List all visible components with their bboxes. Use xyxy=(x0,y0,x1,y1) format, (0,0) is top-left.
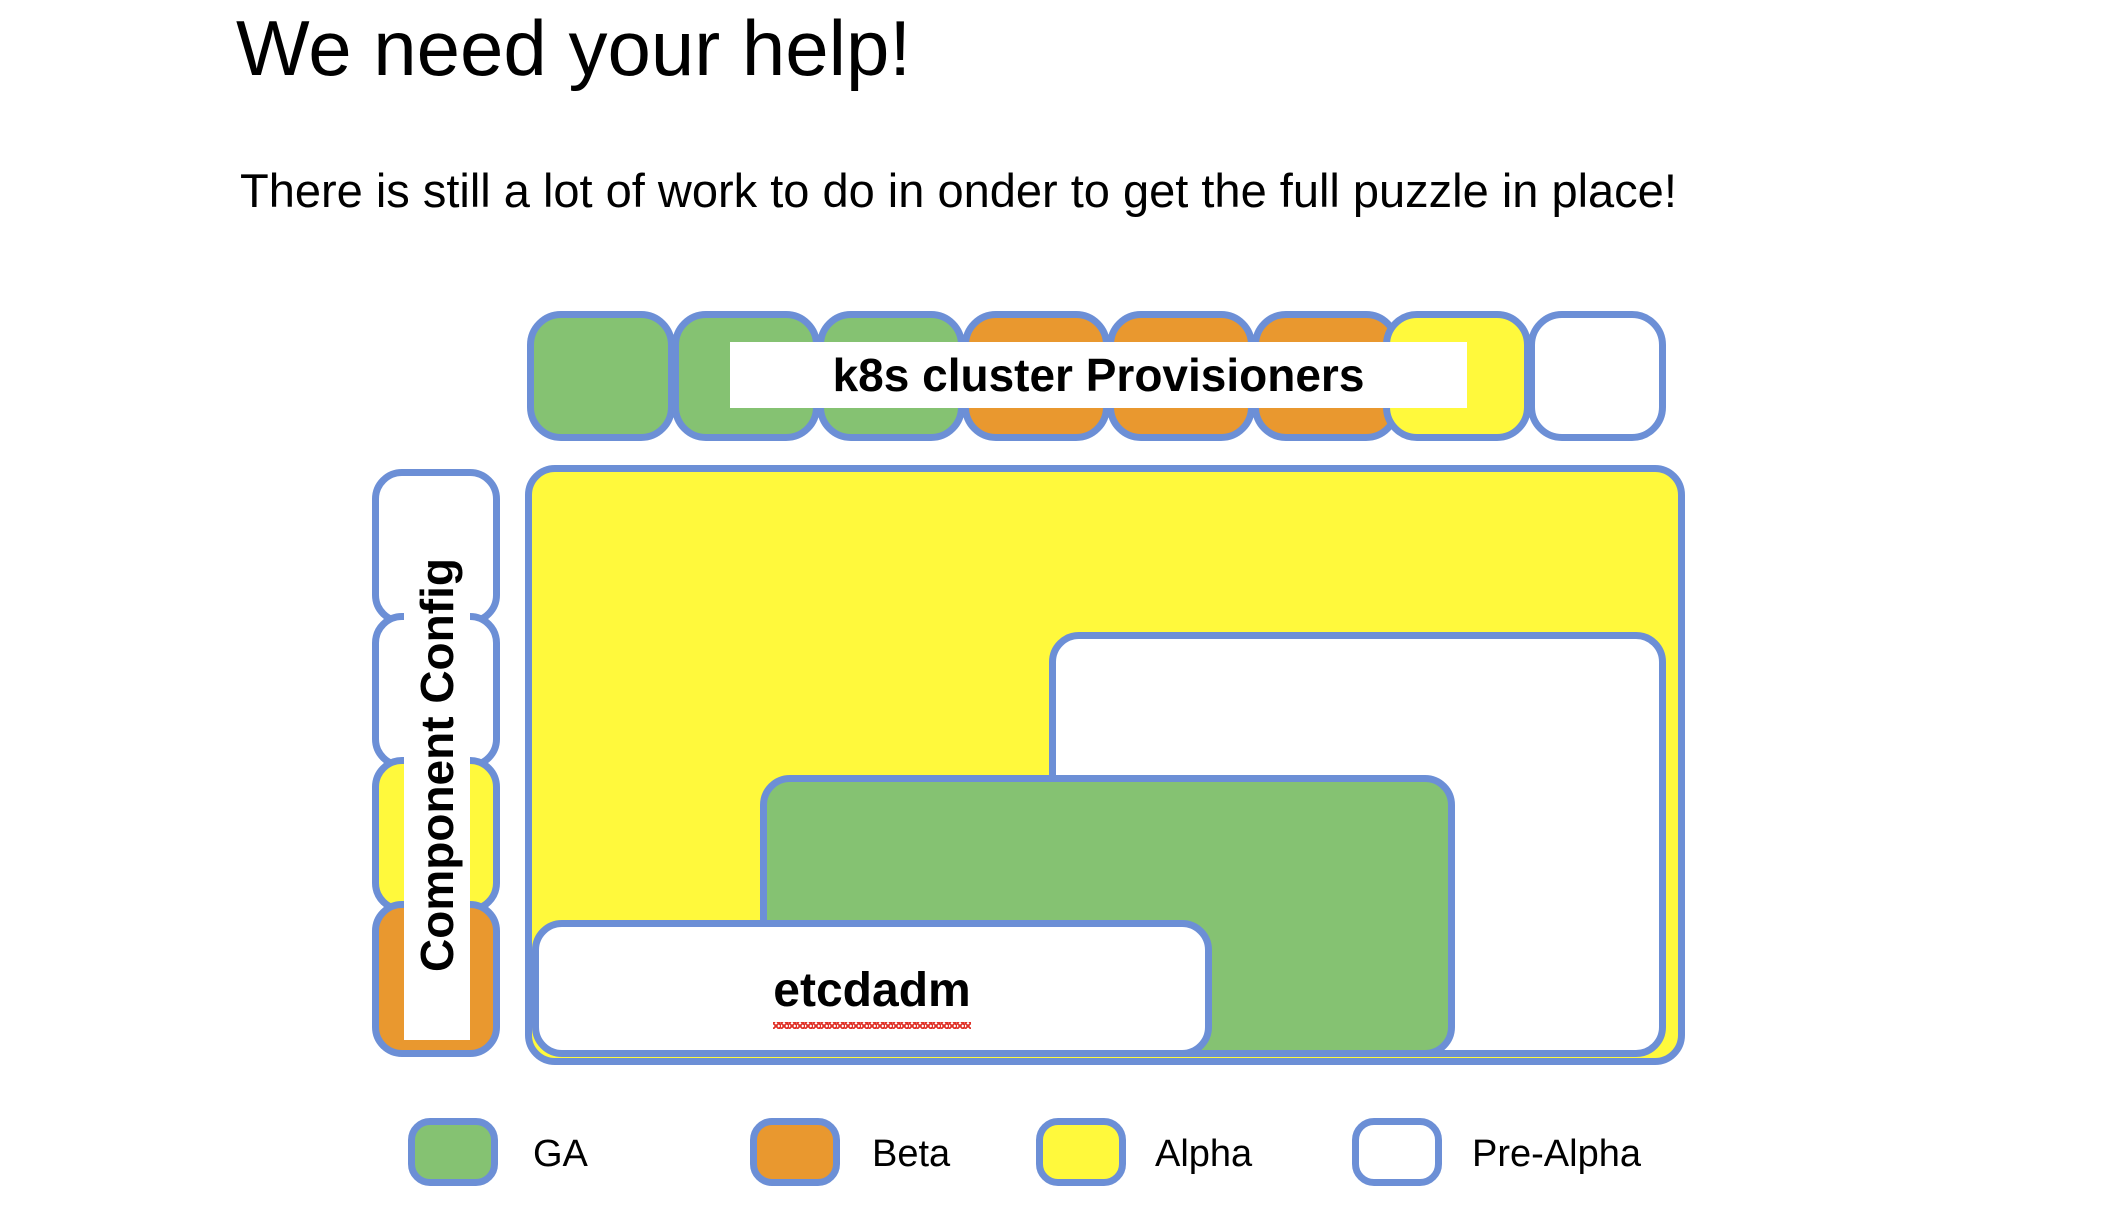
provisioner-box-8[interactable] xyxy=(1528,311,1666,441)
etcdadm-box[interactable] xyxy=(532,920,1212,1057)
legend-label-beta: Beta xyxy=(872,1133,951,1175)
legend-swatch-alpha xyxy=(1036,1118,1126,1186)
legend-label-ga: GA xyxy=(533,1133,588,1175)
legend-swatch-ga xyxy=(408,1118,498,1186)
legend-swatch-beta xyxy=(750,1118,840,1186)
etcdadm-label: etcdadm xyxy=(532,963,1212,1029)
provisioner-box-1[interactable] xyxy=(527,311,675,441)
component-config-band-label: Component Config xyxy=(411,558,464,972)
page-subtitle: There is still a lot of work to do in on… xyxy=(240,164,1677,217)
page-title: We need your help! xyxy=(236,4,911,92)
legend-swatch-prealpha xyxy=(1352,1118,1442,1186)
provisioner-band: k8s cluster Provisioners xyxy=(730,342,1467,408)
legend-label-alpha: Alpha xyxy=(1155,1133,1253,1175)
component-config-band: Component Config xyxy=(404,490,470,1040)
provisioner-band-label: k8s cluster Provisioners xyxy=(832,349,1365,401)
etcdadm-label-text: etcdadm xyxy=(773,964,972,1029)
legend-label-prealpha: Pre-Alpha xyxy=(1472,1133,1641,1175)
